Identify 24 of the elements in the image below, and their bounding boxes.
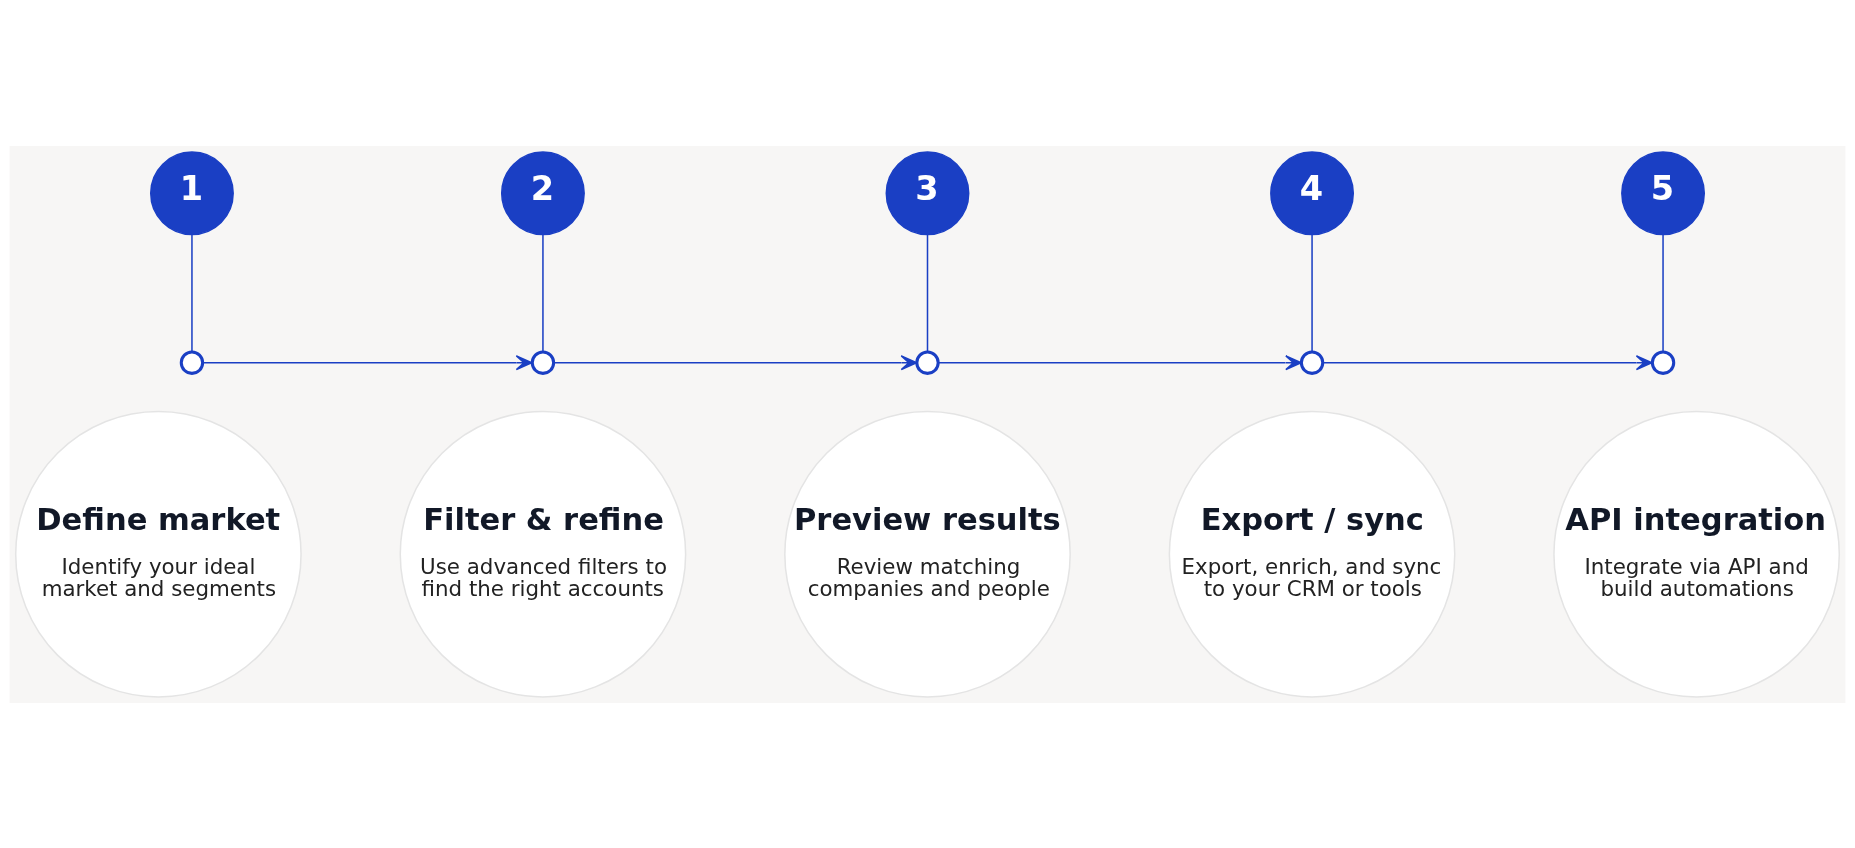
- connector: [1311, 233, 1313, 353]
- node-circle: [179, 350, 205, 375]
- node-circle: 2: [500, 150, 585, 235]
- arrow: [938, 354, 1302, 370]
- node-circle: Export / sync Export, enrich, and sync to your CRM or tools: [1168, 410, 1456, 698]
- connector: [191, 233, 193, 353]
- node-circle: Preview results Review matching companies and people: [784, 410, 1071, 698]
- node-circle: [530, 350, 556, 375]
- node-circle: [915, 350, 940, 375]
- connector: [1662, 233, 1664, 353]
- node-circle: Define market Identify your ideal market and segments: [14, 410, 302, 698]
- arrow: [1322, 354, 1653, 370]
- node-circle: Filter & refine Use advanced filters to find the right accounts: [399, 410, 687, 698]
- arrow: [202, 354, 533, 370]
- connector: [926, 233, 929, 353]
- connector: [542, 233, 544, 353]
- node-circle: 1: [150, 150, 234, 235]
- node-circle: [1650, 350, 1676, 375]
- node-circle: API integration Integrate via API and build automations: [1553, 410, 1841, 698]
- node-circle: 5: [1621, 150, 1705, 235]
- arrow: [553, 354, 918, 370]
- node-circle: 3: [885, 150, 970, 235]
- node-circle: [1299, 350, 1325, 375]
- node-circle: 4: [1270, 150, 1355, 235]
